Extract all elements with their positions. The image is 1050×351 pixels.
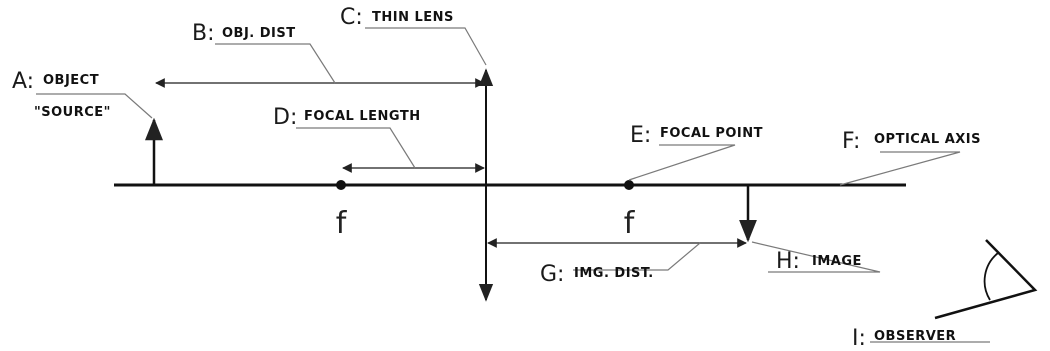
svg-text:I:: I: xyxy=(852,326,866,351)
svg-text:IMAGE: IMAGE xyxy=(812,254,862,269)
svg-text:OBJECT: OBJECT xyxy=(43,73,99,88)
label-focal-length: D: FOCAL LENGTH xyxy=(273,105,421,130)
svg-text:THIN LENS: THIN LENS xyxy=(372,10,454,25)
observer-eye-icon xyxy=(934,239,1038,320)
focal-symbol-left: f xyxy=(336,206,348,241)
focal-point-right xyxy=(624,180,634,190)
label-thin-lens: C: THIN LENS xyxy=(340,5,454,30)
label-optical-axis: F: OPTICAL AXIS xyxy=(842,129,981,154)
label-object-source: A: OBJECT "SOURCE" xyxy=(12,69,111,120)
label-image-distance: G: IMG. DIST. xyxy=(540,262,654,287)
svg-text:OBSERVER: OBSERVER xyxy=(874,329,956,344)
svg-text:A:: A: xyxy=(12,69,34,94)
svg-text:B:: B: xyxy=(192,21,215,46)
label-image: H: IMAGE xyxy=(776,249,862,274)
svg-text:"SOURCE": "SOURCE" xyxy=(34,105,111,120)
svg-text:OBJ. DIST: OBJ. DIST xyxy=(222,26,296,41)
label-object-distance: B: OBJ. DIST xyxy=(192,21,296,46)
focal-point-left xyxy=(336,180,346,190)
svg-text:FOCAL LENGTH: FOCAL LENGTH xyxy=(304,109,421,124)
label-focal-point: E: FOCAL POINT xyxy=(630,123,763,148)
svg-text:IMG. DIST.: IMG. DIST. xyxy=(574,266,654,281)
svg-text:F:: F: xyxy=(842,129,860,154)
focal-symbol-right: f xyxy=(624,206,636,241)
svg-text:OPTICAL AXIS: OPTICAL AXIS xyxy=(874,132,981,147)
svg-text:FOCAL POINT: FOCAL POINT xyxy=(660,126,763,141)
svg-text:C:: C: xyxy=(340,5,363,30)
svg-text:D:: D: xyxy=(273,105,297,130)
label-observer: I: OBSERVER xyxy=(852,326,956,351)
svg-text:G:: G: xyxy=(540,262,564,287)
svg-text:H:: H: xyxy=(776,249,800,274)
svg-text:E:: E: xyxy=(630,123,651,148)
